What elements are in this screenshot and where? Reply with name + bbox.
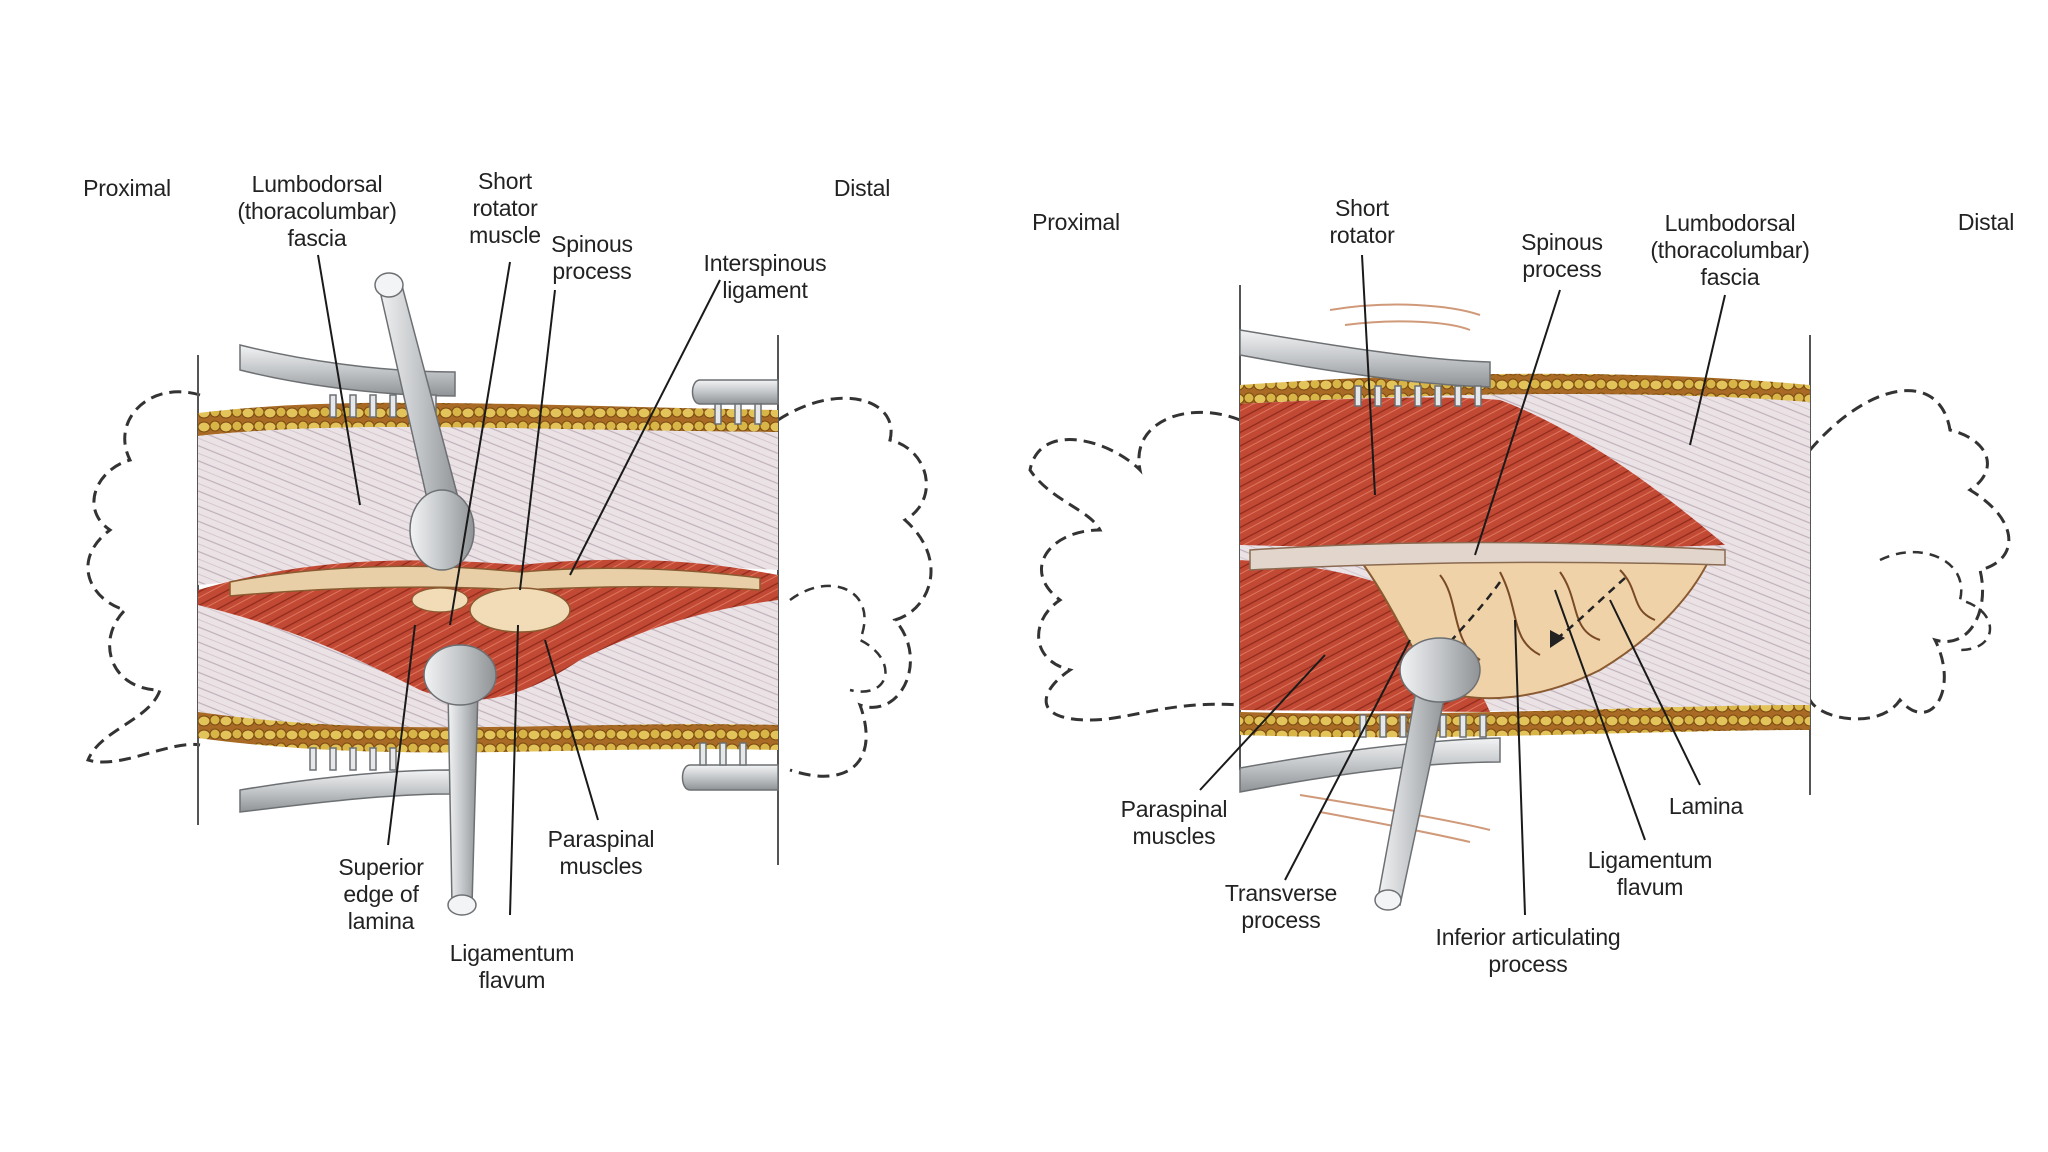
right-distal-vertebra-outline-2 xyxy=(1879,550,1992,652)
left-lower-retractor-teeth xyxy=(309,747,397,771)
left-paraspinal-muscles-label: Paraspinal muscles xyxy=(547,826,655,879)
left-interspinous-ligament-label: Interspinous ligament xyxy=(703,250,827,303)
right-dashed-arrows xyxy=(1444,577,1626,649)
left-lower-fat-layer xyxy=(198,712,778,753)
left-ligamentum-flavum-label: Ligamentum flavum xyxy=(449,940,575,993)
left-upper-distal-retractor-teeth xyxy=(714,403,762,425)
right-elevator-end-cap xyxy=(1374,889,1402,911)
left-spinous-process-row xyxy=(229,565,761,597)
left-paraspinal-muscle-exposure xyxy=(198,559,778,700)
right-upper-retractor-arm xyxy=(1239,329,1491,388)
right-spinous-process-row xyxy=(1249,541,1726,571)
left-lower-distal-retractor-teeth xyxy=(699,742,747,766)
left-upper-fascia xyxy=(198,427,778,585)
right-transverse-process-label: Transverse process xyxy=(1224,880,1338,933)
right-leader-lines xyxy=(1199,254,1726,916)
left-lower-distal-retractor xyxy=(681,764,779,791)
right-elevator-blade xyxy=(1399,637,1481,703)
right-short-rotator-label: Short rotator xyxy=(1329,195,1395,248)
left-proximal-vertebra-outline xyxy=(86,390,201,764)
left-proximal-label: Proximal xyxy=(83,175,171,201)
right-ligamentum-flavum-label: Ligamentum flavum xyxy=(1587,847,1713,900)
right-lower-retractor-teeth xyxy=(1359,714,1487,738)
left-lamina-bone-2 xyxy=(411,587,469,613)
right-lamina-label: Lamina xyxy=(1668,793,1744,819)
left-distal-label: Distal xyxy=(833,175,891,201)
right-proximal-label: Proximal xyxy=(1032,209,1120,235)
left-lamina-bone xyxy=(469,587,571,633)
left-distal-vertebra-outline-2 xyxy=(789,584,887,693)
left-leader-lines xyxy=(317,254,721,916)
right-upper-motion-lines xyxy=(1329,303,1481,331)
left-lower-elevator-end-cap xyxy=(447,894,477,916)
right-proximal-vertebra-outline xyxy=(1028,410,1241,722)
right-upper-fat-layer xyxy=(1240,373,1810,404)
left-spinous-process-label: Spinous process xyxy=(551,231,633,284)
left-lower-retractor-arm xyxy=(239,769,451,813)
left-short-rotator-muscle-label: Short rotator muscle xyxy=(469,168,541,248)
right-distal-label: Distal xyxy=(1957,209,2015,235)
left-superior-edge-of-lamina-label: Superior edge of lamina xyxy=(338,854,424,934)
left-lumbodorsal-fascia-label: Lumbodorsal (thoracolumbar) fascia xyxy=(237,171,397,251)
left-upper-fat-layer xyxy=(198,402,778,436)
left-distal-vertebra-outline xyxy=(777,396,933,778)
right-lower-retractor-arm xyxy=(1239,737,1501,793)
left-figure xyxy=(86,254,933,916)
right-spinous-process-label: Spinous process xyxy=(1521,229,1603,282)
right-upper-muscle-flap xyxy=(1240,397,1725,549)
right-figure xyxy=(1028,254,2011,916)
right-distal-vertebra-outline xyxy=(1808,389,2011,721)
left-upper-elevator-end-cap xyxy=(374,272,404,298)
right-paraspinal-muscles-label: Paraspinal muscles xyxy=(1120,796,1228,849)
left-lower-elevator-blade xyxy=(423,644,497,706)
right-lumbodorsal-fascia-label: Lumbodorsal (thoracolumbar) fascia xyxy=(1650,210,1810,290)
left-upper-distal-retractor xyxy=(691,379,779,405)
right-upper-retractor-teeth xyxy=(1354,385,1482,407)
left-upper-elevator-blade xyxy=(409,489,475,571)
right-inferior-articulating-process-label: Inferior articulating process xyxy=(1435,924,1621,977)
